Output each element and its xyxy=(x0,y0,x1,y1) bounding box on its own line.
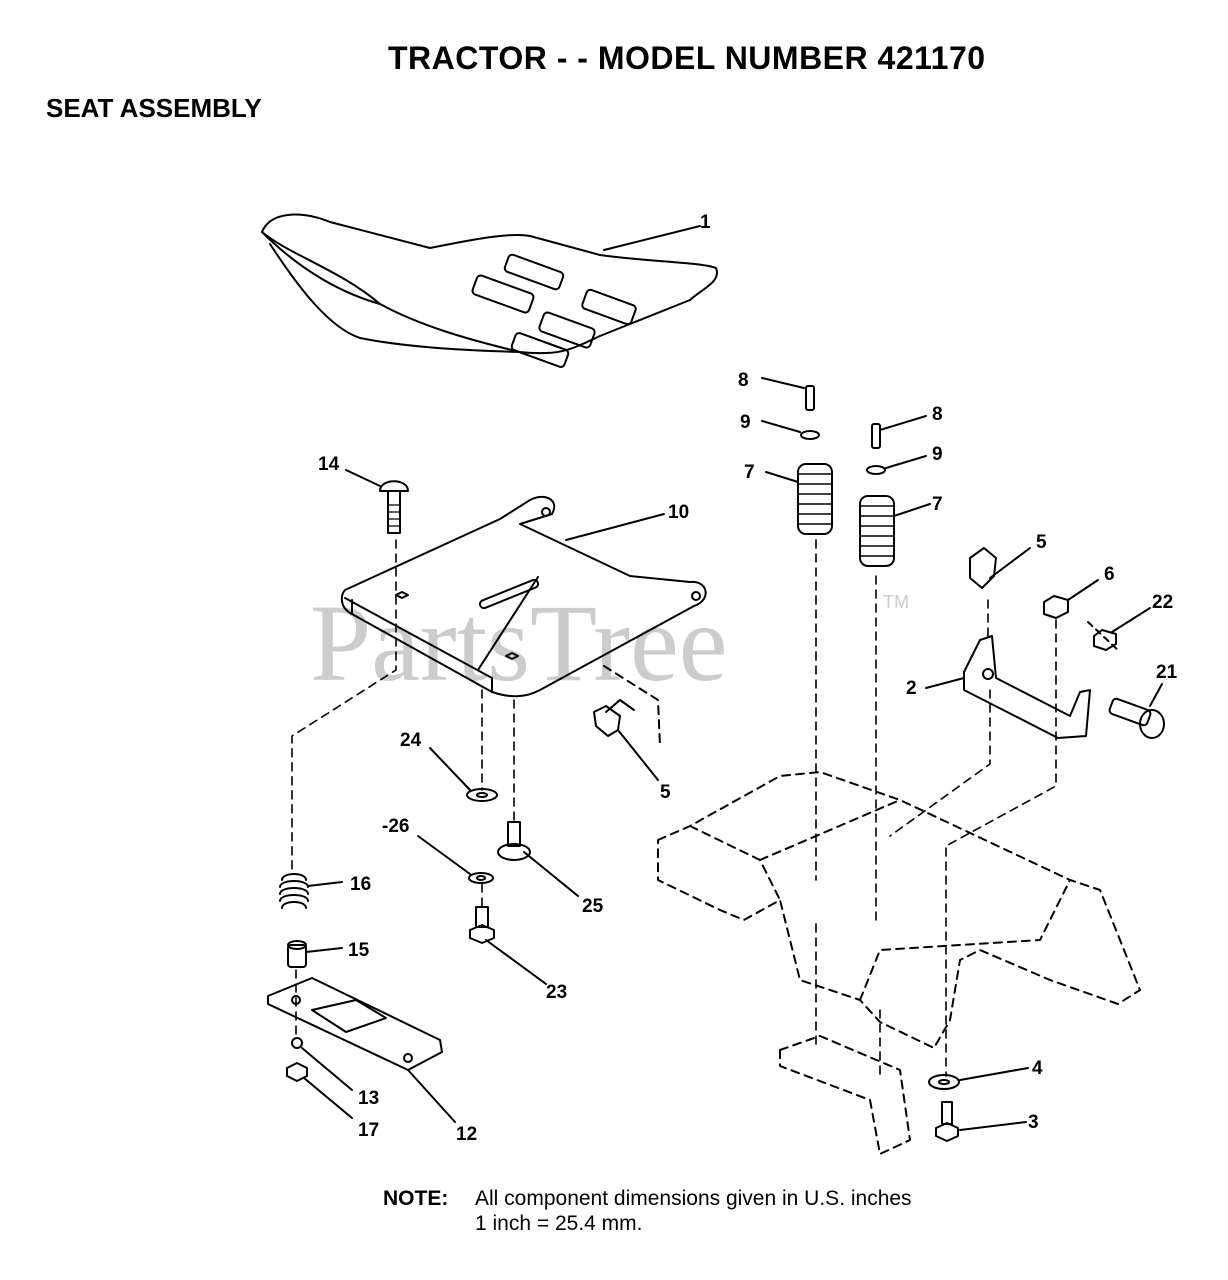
callout-3: 3 xyxy=(1028,1112,1039,1133)
spring-part-7-right xyxy=(859,495,931,567)
callout-22: 22 xyxy=(1152,592,1173,613)
seat-pan-part-10 xyxy=(340,495,707,698)
washer-part-26 xyxy=(417,835,494,884)
callout-26: -26 xyxy=(382,816,409,837)
callout-14: 14 xyxy=(318,454,340,475)
bracket-part-2 xyxy=(925,635,1091,739)
note-line-1: All component dimensions given in U.S. i… xyxy=(475,1187,912,1210)
section-title: SEAT ASSEMBLY xyxy=(46,93,262,123)
knob-part-21 xyxy=(1108,683,1165,739)
callout-24: 24 xyxy=(400,730,422,751)
washer-part-13 xyxy=(291,1037,353,1091)
callout-9-left: 9 xyxy=(740,412,751,433)
callout-16: 16 xyxy=(350,874,371,895)
washer-part-4 xyxy=(928,1067,1029,1090)
dimension-note: NOTE: All component dimensions given in U… xyxy=(383,1186,912,1236)
callout-13: 13 xyxy=(358,1088,379,1109)
callout-10: 10 xyxy=(668,502,689,523)
washer-part-9-left xyxy=(761,420,820,440)
callout-15: 15 xyxy=(348,940,370,961)
nut-part-6 xyxy=(1043,579,1099,619)
spring-part-7-left xyxy=(765,463,833,535)
callout-5-upper: 5 xyxy=(1036,532,1047,553)
watermark: PartsTree xyxy=(310,582,728,704)
callout-25: 25 xyxy=(582,896,604,917)
callout-4: 4 xyxy=(1032,1058,1043,1079)
nut-part-17 xyxy=(286,1062,353,1119)
callout-7-right: 7 xyxy=(932,494,943,515)
bolt-part-25 xyxy=(497,821,579,897)
callout-23: 23 xyxy=(546,982,567,1003)
bolt-part-23 xyxy=(469,906,547,985)
callout-9-right: 9 xyxy=(932,444,943,465)
tractor-frame xyxy=(657,771,1141,1155)
clip-part-5-upper xyxy=(969,547,1031,589)
callout-17: 17 xyxy=(358,1120,379,1141)
assembly-leader-lines xyxy=(291,539,1057,1081)
screw-part-8-left xyxy=(761,377,815,411)
seat-part-1 xyxy=(261,213,718,368)
callout-1: 1 xyxy=(700,212,711,233)
callout-8-left: 8 xyxy=(738,370,749,391)
bracket-part-12 xyxy=(267,977,456,1123)
callout-2: 2 xyxy=(906,678,917,699)
washer-part-24 xyxy=(429,747,498,802)
callout-7-left: 7 xyxy=(744,462,755,483)
watermark-mark: TM xyxy=(883,592,909,612)
page-title: TRACTOR - - MODEL NUMBER 421170 xyxy=(388,40,986,76)
clip-part-5-lower xyxy=(593,665,661,781)
screw-part-8-right xyxy=(871,415,927,449)
callout-6: 6 xyxy=(1104,564,1115,585)
note-line-2: 1 inch = 25.4 mm. xyxy=(475,1212,643,1235)
washer-part-9-right xyxy=(866,455,927,475)
spring-part-16 xyxy=(279,873,343,909)
callout-5-lower: 5 xyxy=(660,782,671,803)
carriage-bolt-part-14 xyxy=(345,469,409,534)
nut-part-22 xyxy=(1087,607,1151,653)
callout-21: 21 xyxy=(1156,662,1178,683)
spacer-part-15 xyxy=(287,940,343,968)
callout-12: 12 xyxy=(456,1124,477,1145)
callout-8-right: 8 xyxy=(932,404,943,425)
note-label: NOTE: xyxy=(383,1187,449,1210)
bolt-part-3 xyxy=(935,1101,1027,1142)
